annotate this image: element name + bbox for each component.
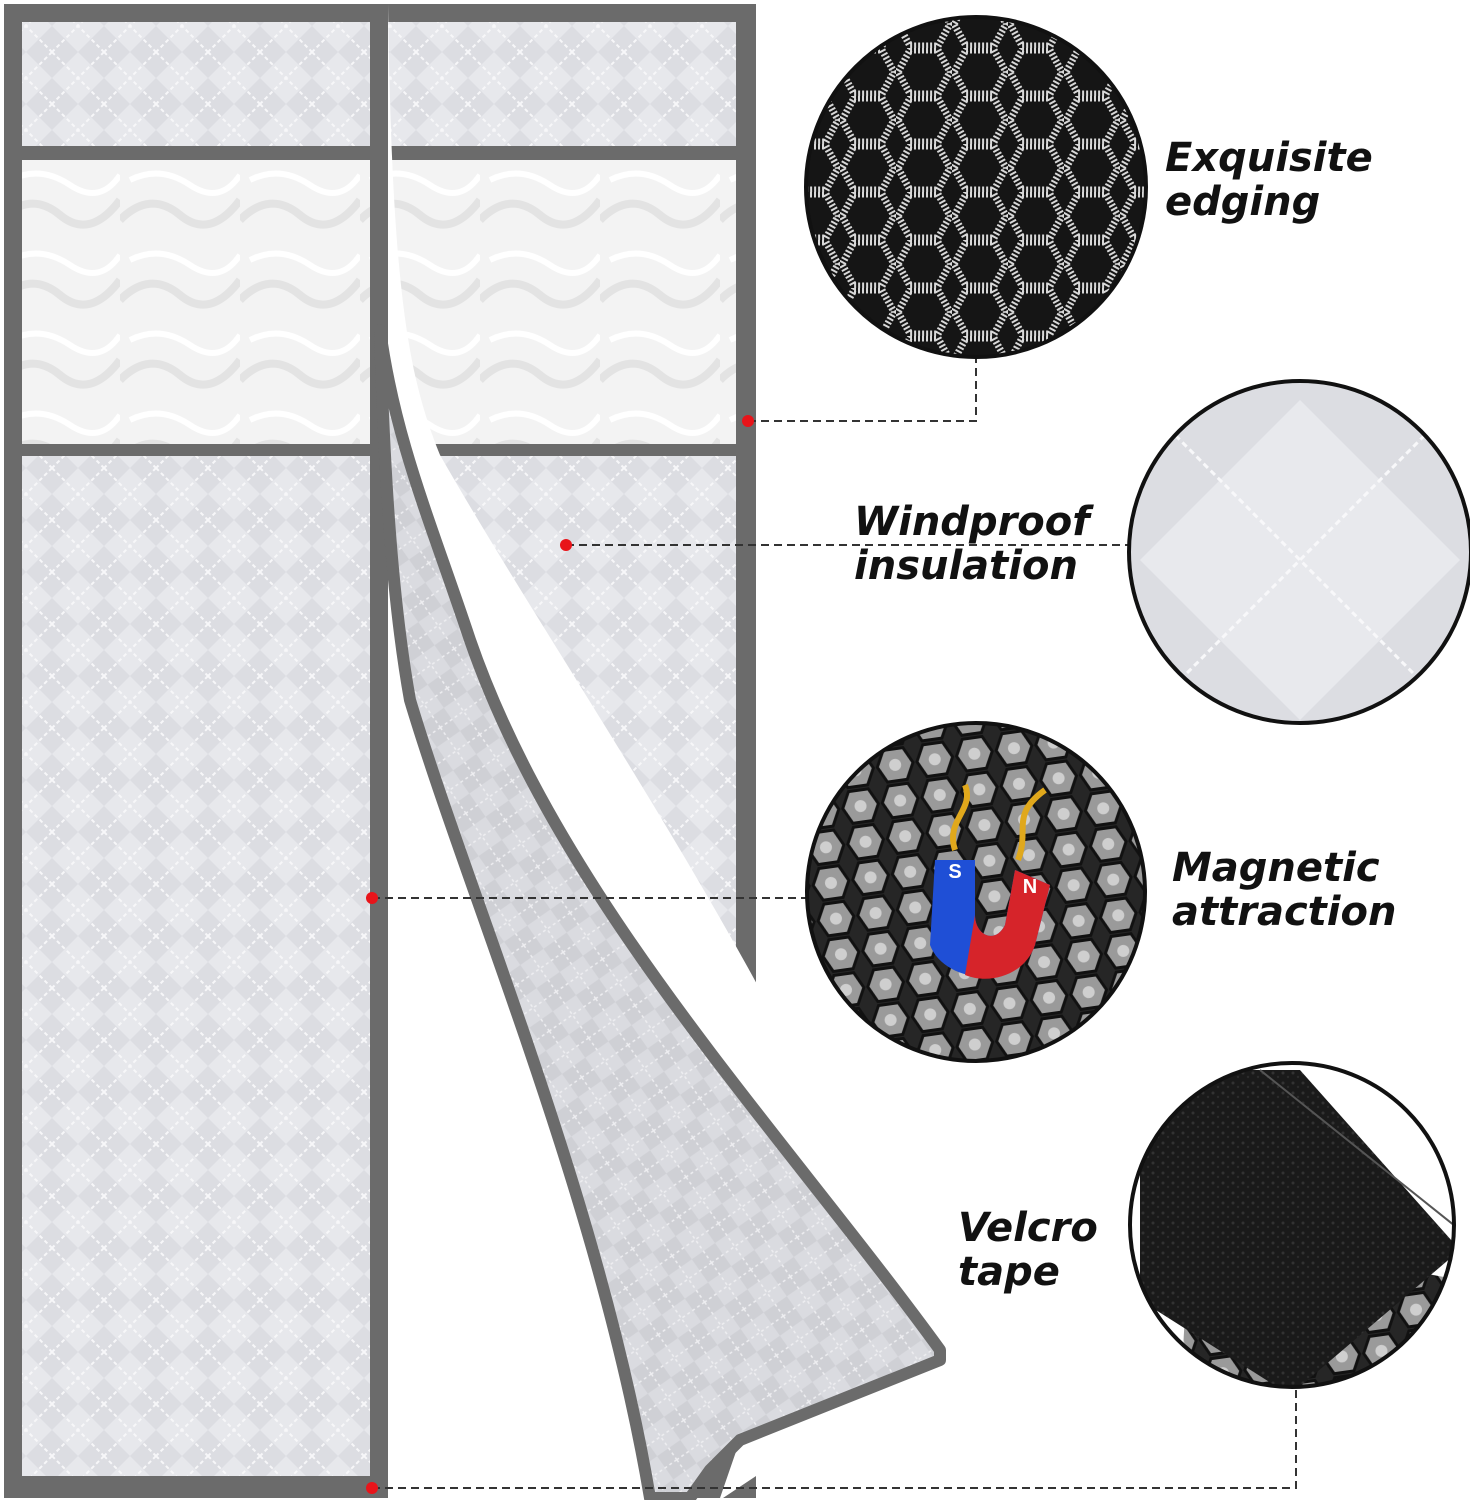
marker-velcro: [366, 1482, 378, 1494]
left-quilt-top: [22, 22, 370, 146]
feature-label-line1: Magnetic: [1172, 845, 1380, 891]
marker-dots: [366, 415, 754, 1494]
feature-label-line1: Exquisite: [1165, 135, 1373, 181]
feature-label-line2: attraction: [1172, 889, 1397, 935]
hexagon-mesh-edging-icon: [804, 15, 1148, 359]
feature-label-line2: insulation: [854, 543, 1078, 589]
feature-label-magnetic: Magnetic attraction: [1172, 846, 1396, 934]
marker-magnetic: [366, 892, 378, 904]
hook-and-loop-tape-icon: [1128, 1061, 1456, 1389]
door-curtain: [4, 4, 946, 1500]
feature-label-velcro: Velcro tape: [958, 1206, 1098, 1294]
right-window: [388, 160, 736, 444]
marker-windproof: [560, 539, 572, 551]
folded-flap: [374, 324, 946, 1500]
feature-label-line1: Velcro: [958, 1205, 1098, 1251]
feature-label-line1: Windproof: [854, 499, 1090, 545]
quilted-fabric-icon: [1127, 379, 1470, 725]
feature-label-windproof: Windproof insulation: [854, 500, 1090, 588]
feature-label-edging: Exquisite edging: [1165, 136, 1373, 224]
marker-edging: [742, 415, 754, 427]
feature-label-line2: tape: [958, 1249, 1060, 1295]
magnet-pole-n: N: [1023, 876, 1037, 898]
horseshoe-magnet-icon: S N: [805, 721, 1147, 1063]
left-window: [22, 160, 370, 444]
leader-lines: [372, 356, 1297, 1489]
magnet-pole-s: S: [948, 861, 961, 883]
right-quilt-top: [388, 22, 736, 146]
left-quilt-main: [22, 456, 370, 1476]
feature-label-line2: edging: [1165, 179, 1321, 225]
